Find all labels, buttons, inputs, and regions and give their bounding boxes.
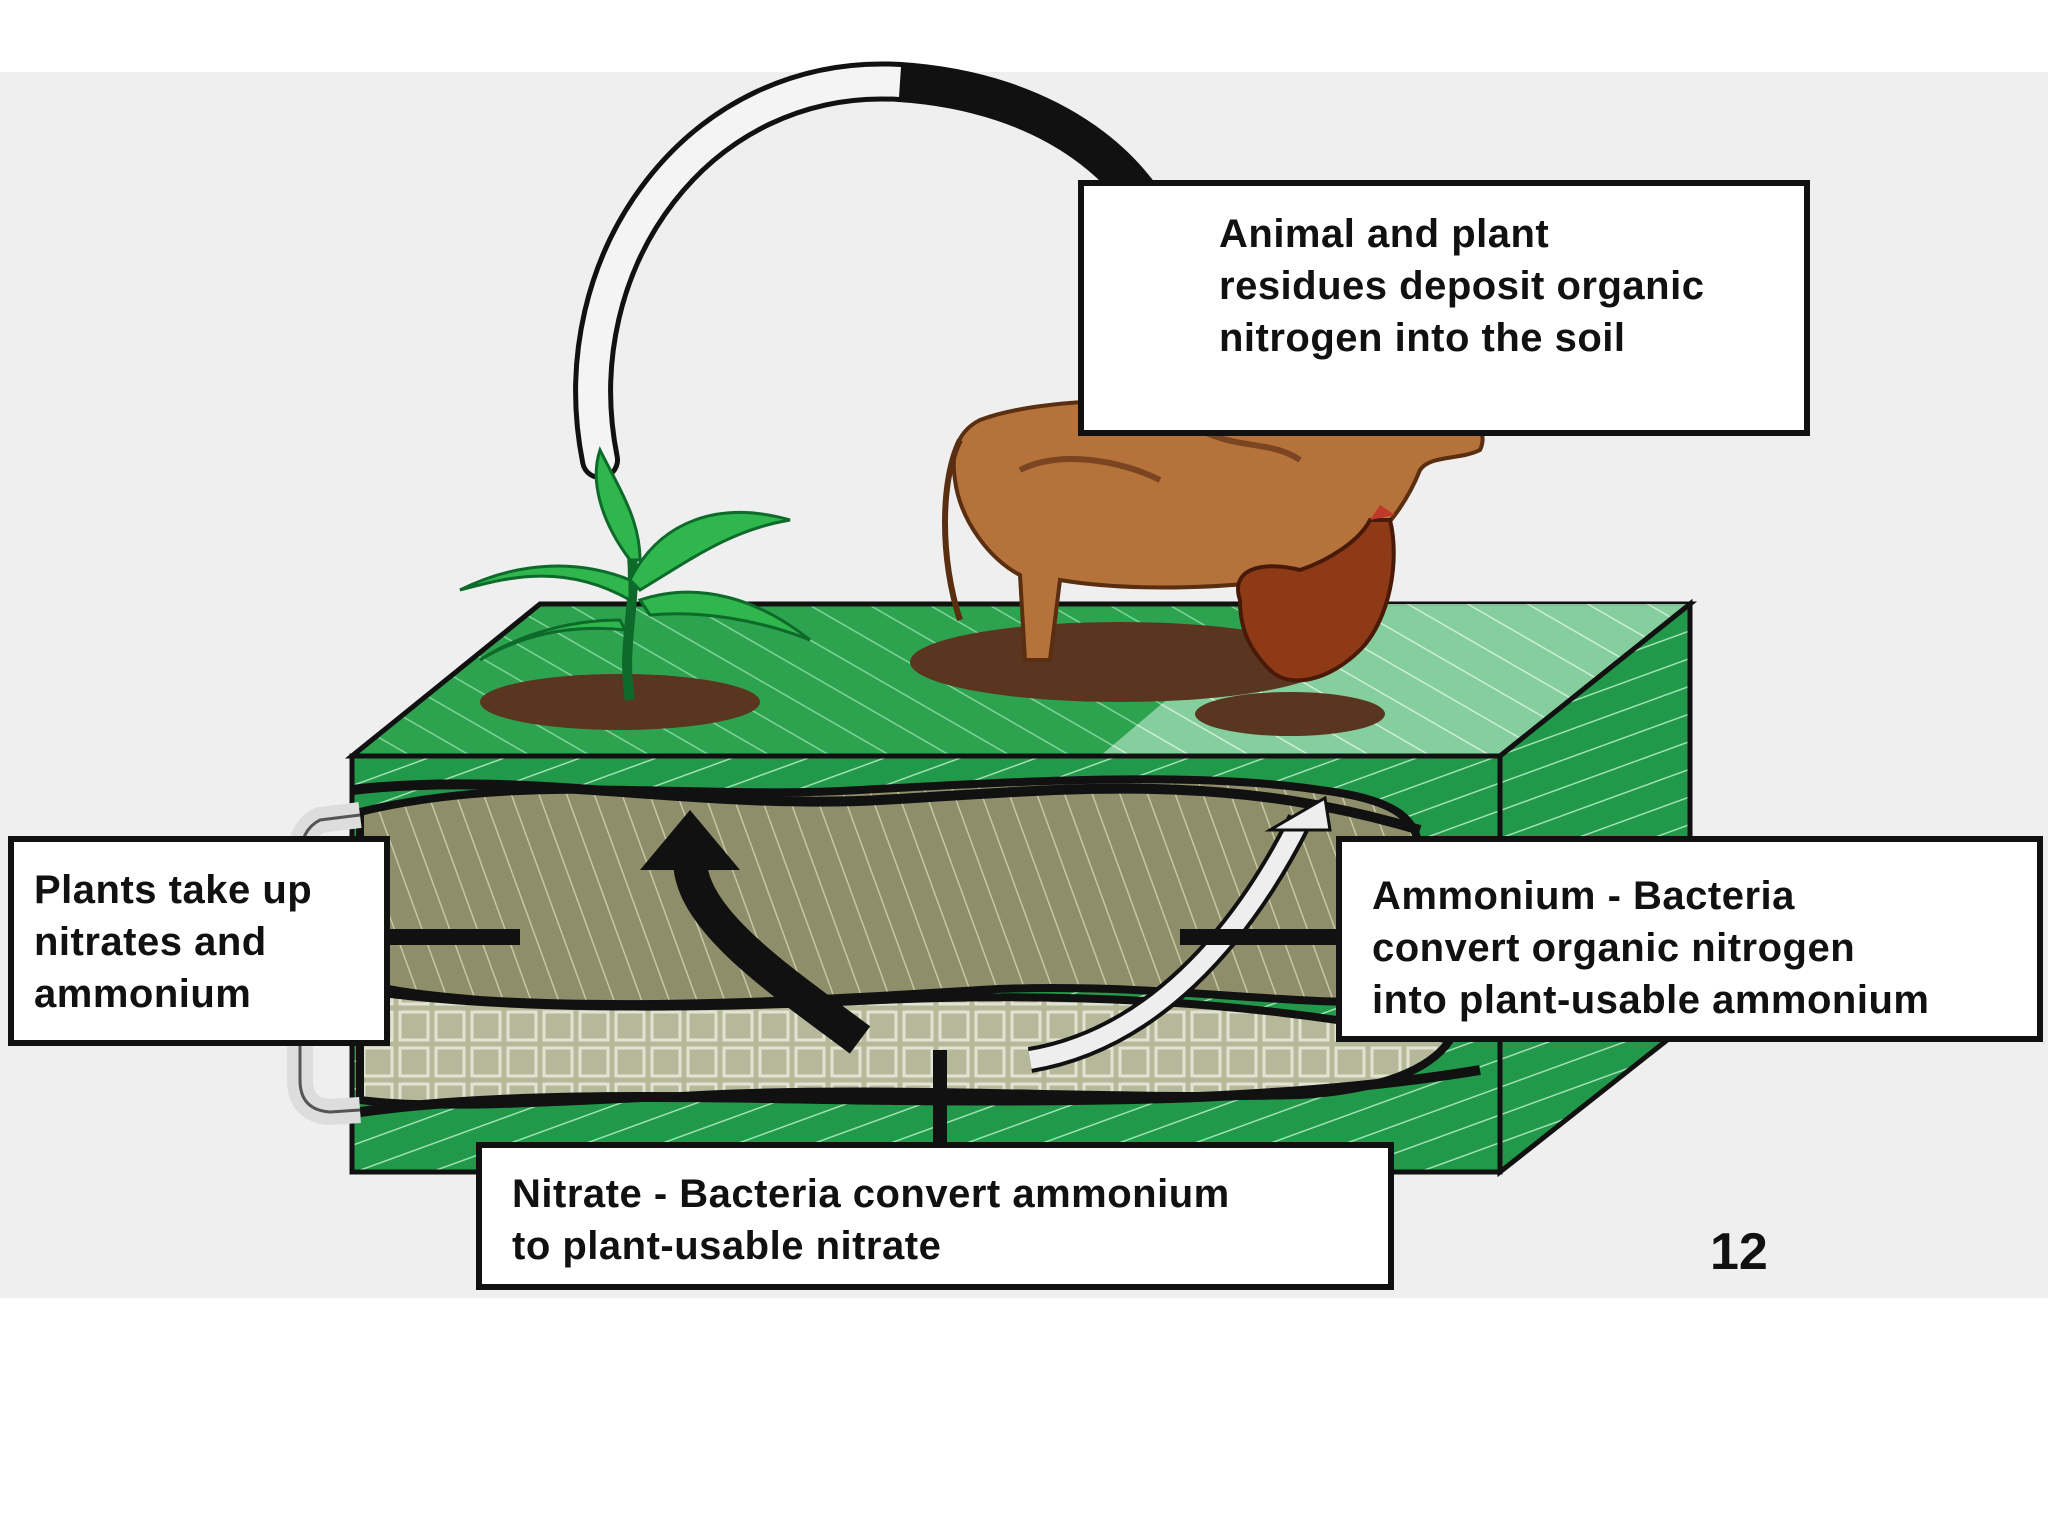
- nitrate-line-1: Nitrate - Bacteria convert ammonium: [512, 1172, 1230, 1216]
- nitrate-line-2: to plant-usable nitrate: [512, 1224, 942, 1268]
- manure-patch: [910, 622, 1330, 702]
- uptake-label-box: Plants take up nitrates and ammonium: [8, 836, 390, 1046]
- page-number: 12: [1710, 1223, 1768, 1281]
- nitrate-up-arrow: [640, 810, 871, 1054]
- ammonium-line-1: Ammonium - Bacteria: [1372, 874, 1795, 918]
- residues-line-3: nitrogen into the soil: [1219, 316, 1626, 360]
- residues-line-2: residues deposit organic: [1219, 264, 1705, 308]
- residues-label-box: Animal and plant residues deposit organi…: [1078, 180, 1810, 436]
- uptake-line-3: ammonium: [34, 972, 252, 1016]
- ammonium-label-box: Ammonium - Bacteria convert organic nitr…: [1336, 836, 2043, 1042]
- residues-line-1: Animal and plant: [1219, 212, 1550, 256]
- ammonium-line-2: convert organic nitrogen: [1372, 926, 1856, 970]
- ammonium-line-3: into plant-usable ammonium: [1372, 978, 1930, 1022]
- uptake-line-2: nitrates and: [34, 920, 267, 964]
- soil-wave-line: [359, 1065, 1481, 1117]
- manure-patch-small: [1195, 692, 1385, 736]
- soil-wave-line-top: [351, 779, 1422, 835]
- ammonium-to-nitrate-arrow: [1027, 795, 1332, 1073]
- uptake-line-1: Plants take up: [34, 868, 313, 912]
- nitrate-label-box: Nitrate - Bacteria convert ammonium to p…: [476, 1142, 1394, 1290]
- chicken: [1236, 505, 1396, 683]
- plant: [459, 446, 811, 730]
